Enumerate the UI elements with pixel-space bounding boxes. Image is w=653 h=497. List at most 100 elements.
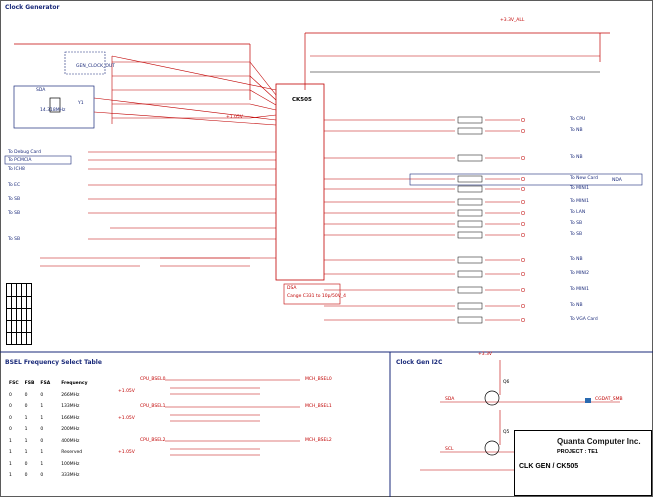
bsel-vcc-label: +1.05V [118,450,135,455]
right-dest-label: To LAN [570,210,586,215]
freq-table-cell: 0 [40,438,44,444]
resistor-pack [457,116,483,124]
i2c-sda-in: SDA [445,397,455,402]
freq-table-cell: 1 [24,450,28,456]
freq-table-cell: 0 [40,427,44,433]
left-dest-label: To EC [8,183,21,188]
resistor-pack [457,286,483,294]
left-dest-label: To Debug Card [8,150,41,155]
freq-table-cell: 133MHz [61,404,80,410]
xtal-note: Y1 [78,101,84,106]
net-connector [520,186,526,192]
right-dest-label: To NB [570,128,583,133]
freq-table-cell: 1 [9,461,12,467]
left-dest-label: To SB [8,197,21,202]
freq-table-cell: 1 [24,438,28,444]
resistor-pack [457,127,483,135]
right-dest-label: To MINI1 [570,186,589,191]
freq-table-cell: 400MHz [61,438,80,444]
freq-table-cell: 1 [9,450,12,456]
section-freq-select: BSEL Frequency Select Table [5,359,102,366]
left-dest-label: To SB [8,237,21,242]
right-dest-label: To MINI1 [570,199,589,204]
right-dest-label: To MINI2 [570,271,589,276]
right-dest-label: To SB [570,221,583,226]
right-dest-label: To New Card [570,176,598,181]
new-card-tag: NDA [612,178,622,183]
freq-table-cell: 0 [24,473,28,479]
net-connector [520,221,526,227]
section-clock-generator: Clock Generator [5,4,60,11]
bsel-net-label: CPU_BSEL0 [140,377,166,382]
right-dest-label: To CPU [570,117,586,122]
right-dest-label: To SB [570,232,583,237]
net-connector [520,210,526,216]
freq-table-cell: 166MHz [61,415,80,421]
freq-table-row: 1 0 0 333MHz [6,470,91,482]
i2c-scl-in: SCL [445,447,454,452]
freq-table-cell: 0 [9,404,12,410]
sheet-title: CLK GEN / CK505 [519,463,579,470]
net-connector [520,317,526,323]
net-connector [520,176,526,182]
freq-table-cell: 0 [24,461,28,467]
net-connector [520,117,526,123]
freq-table-cell: 1 [24,415,28,421]
company-name: Quanta Computer Inc. [557,437,641,446]
net-connector [520,303,526,309]
right-dest-label: To NB [570,257,583,262]
freq-table-cell: 0 [24,404,28,410]
resistor-pack [457,209,483,217]
net-connector [520,287,526,293]
resistor-pack [457,231,483,239]
freq-table-cell: 0 [9,415,12,421]
net-connector [520,271,526,277]
net-connector [520,232,526,238]
freq-table-header: FSC [9,381,19,387]
bsel-vcc-label: +1.05V [118,389,135,394]
left-dest-label: To SB [8,211,21,216]
freq-table-cell: 1 [40,415,44,421]
net-connector [520,128,526,134]
right-dest-label: To MINI1 [570,287,589,292]
resistor-pack [457,270,483,278]
freq-table-cell: Reserved [61,450,83,456]
bsel-out-label: MCH_BSEL2 [305,438,332,443]
freq-table-cell: 1 [9,473,12,479]
i2c-vcc: +3.3V [478,352,493,357]
dsa-note: Cange C331 to 10p/50V_4 [287,294,346,299]
resistor-pack [457,154,483,162]
freq-table-cell: 0 [9,427,12,433]
right-dest-label: To VGA Card [570,317,598,322]
freq-table-cell: 200MHz [61,427,80,433]
osc-label: SDA [36,88,46,93]
project-name: PROJECT : TE1 [557,449,598,455]
freq-table-header: FSA [40,381,51,387]
i2c-sda-out: CGDAT_SMB [595,397,623,402]
ic-name: CK505 [292,97,312,103]
bsel-vcc-label: +1.05V [118,416,135,421]
clock-config-table [6,283,32,345]
dsa-box-title: DSA [287,286,297,291]
resistor-pack [457,302,483,310]
resistor-pack [457,316,483,324]
freq-table-cell: 100MHz [61,461,80,467]
freq-table-cell: 266MHz [61,392,80,398]
freq-table-cell: 0 [40,392,44,398]
freq-table-cell: 0 [40,473,44,479]
freq-table-row: 1 0 1 100MHz [6,459,91,471]
freq-table-header: Frequency [61,381,88,387]
net-connector [520,199,526,205]
bsel-out-label: MCH_BSEL1 [305,404,332,409]
freq-table-cell: 1 [24,427,28,433]
q1-label: Q6 [503,380,510,385]
freq-table-cell: 1 [40,461,44,467]
freq-table-cell: 333MHz [61,473,80,479]
right-dest-label: To NB [570,155,583,160]
section-clock-i2c: Clock Gen I2C [396,359,443,366]
freq-table-cell: 1 [40,450,44,456]
freq-table-header: FSB [24,381,35,387]
